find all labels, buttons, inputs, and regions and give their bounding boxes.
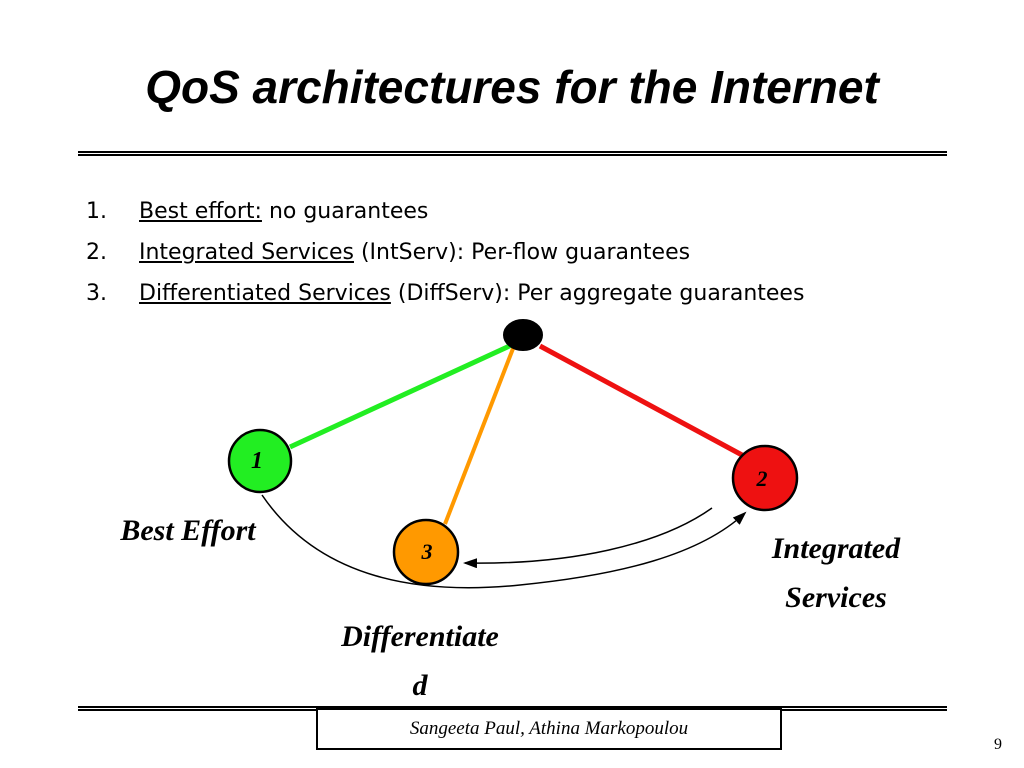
node-best-effort: [227, 428, 293, 494]
curve-2-to-3-arrow: [463, 507, 713, 569]
node-2-label: 2: [756, 466, 768, 491]
list-number: 2.: [86, 240, 107, 265]
best-effort-text: Best Effort: [120, 514, 256, 547]
footer-authors: Sangeeta Paul, Athina Markopoulou: [316, 708, 782, 750]
node-differentiated: [392, 518, 460, 586]
title-divider: [78, 151, 947, 156]
list-term: Integrated Services: [139, 240, 354, 265]
list-term: Best effort:: [139, 199, 262, 224]
list-description: (DiffServ): Per aggregate guarantees: [390, 281, 805, 306]
integrated-services-label: Integrated Services: [726, 524, 946, 622]
node-1-label: 1: [251, 448, 263, 474]
curve-1-to-2-arrow: [261, 494, 747, 589]
list-description: no guarantees: [261, 199, 429, 224]
architecture-list: 1. Best effort: no guarantees 2. Integrate…: [86, 194, 804, 317]
edge-integrated: [538, 343, 744, 458]
node-integrated: [731, 444, 799, 512]
list-item: 1. Best effort: no guarantees: [86, 194, 804, 235]
node-3-label: 3: [421, 539, 433, 564]
edge-best-effort: [288, 340, 518, 450]
integrated-line-2: Services: [785, 581, 887, 614]
diff-line-2: d: [412, 669, 428, 702]
list-description: (IntServ): Per-flow guarantees: [353, 240, 691, 265]
diff-line-1: Differentiate: [341, 620, 499, 653]
top-node: [503, 319, 543, 351]
integrated-line-1: Integrated: [771, 532, 901, 565]
list-item: 3. Differentiated Services (DiffServ): Pe…: [86, 276, 804, 317]
list-number: 1.: [86, 199, 107, 224]
list-term: Differentiated Services: [139, 281, 391, 306]
list-number: 3.: [86, 281, 107, 306]
best-effort-label: Best Effort: [88, 506, 288, 555]
list-item: 2. Integrated Services (IntServ): Per-flo…: [86, 235, 804, 276]
page-number: 9: [994, 736, 1002, 753]
edge-differentiated: [443, 345, 516, 525]
slide-title: QoS architectures for the Internet: [145, 61, 879, 113]
